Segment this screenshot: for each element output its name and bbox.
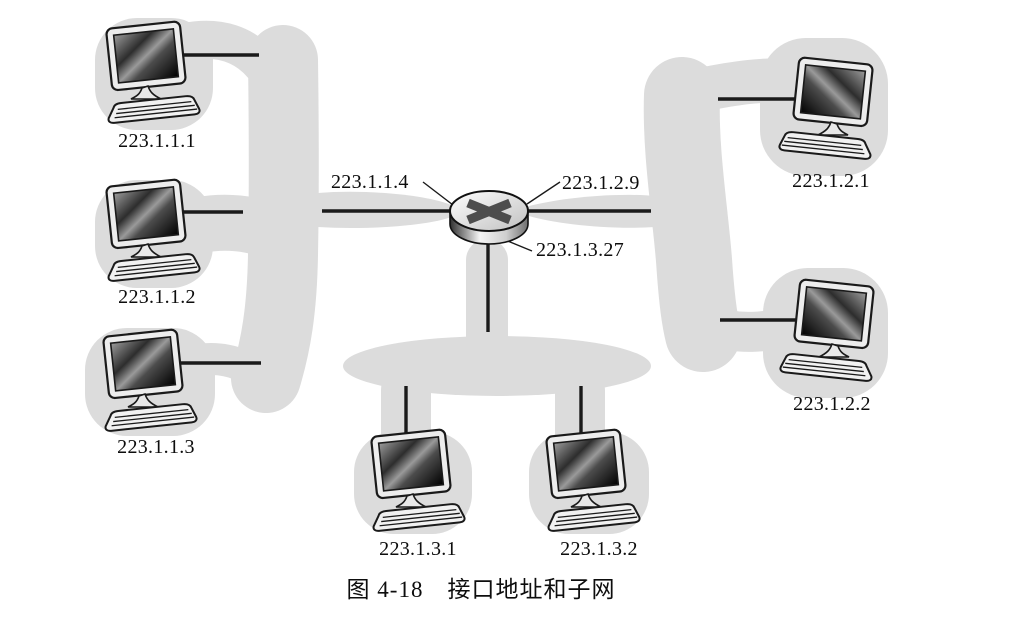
host-label-223-1-3-1: 223.1.3.1 xyxy=(379,538,457,560)
host-label-223-1-2-1: 223.1.2.1 xyxy=(792,170,870,192)
host-label-223-1-2-2: 223.1.2.2 xyxy=(793,393,871,415)
host-label-223-1-1-2: 223.1.1.2 xyxy=(118,286,196,308)
leader-223-1-1-4 xyxy=(422,181,454,206)
router-interface-label-223-1-1-4: 223.1.1.4 xyxy=(331,171,409,193)
figure-caption: 图 4-18 接口地址和子网 xyxy=(346,577,616,602)
link-lines xyxy=(174,53,800,440)
leader-223-1-2-9 xyxy=(526,181,561,205)
host-label-223-1-3-2: 223.1.3.2 xyxy=(560,538,638,560)
router-interface-label-223-1-3-27: 223.1.3.27 xyxy=(536,239,624,261)
router-cross-icon xyxy=(466,198,512,225)
router-icon xyxy=(449,190,529,245)
router-interface-label-223-1-2-9: 223.1.2.9 xyxy=(562,172,640,194)
host-label-223-1-1-3: 223.1.1.3 xyxy=(117,436,195,458)
host-label-223-1-1-1: 223.1.1.1 xyxy=(118,130,196,152)
